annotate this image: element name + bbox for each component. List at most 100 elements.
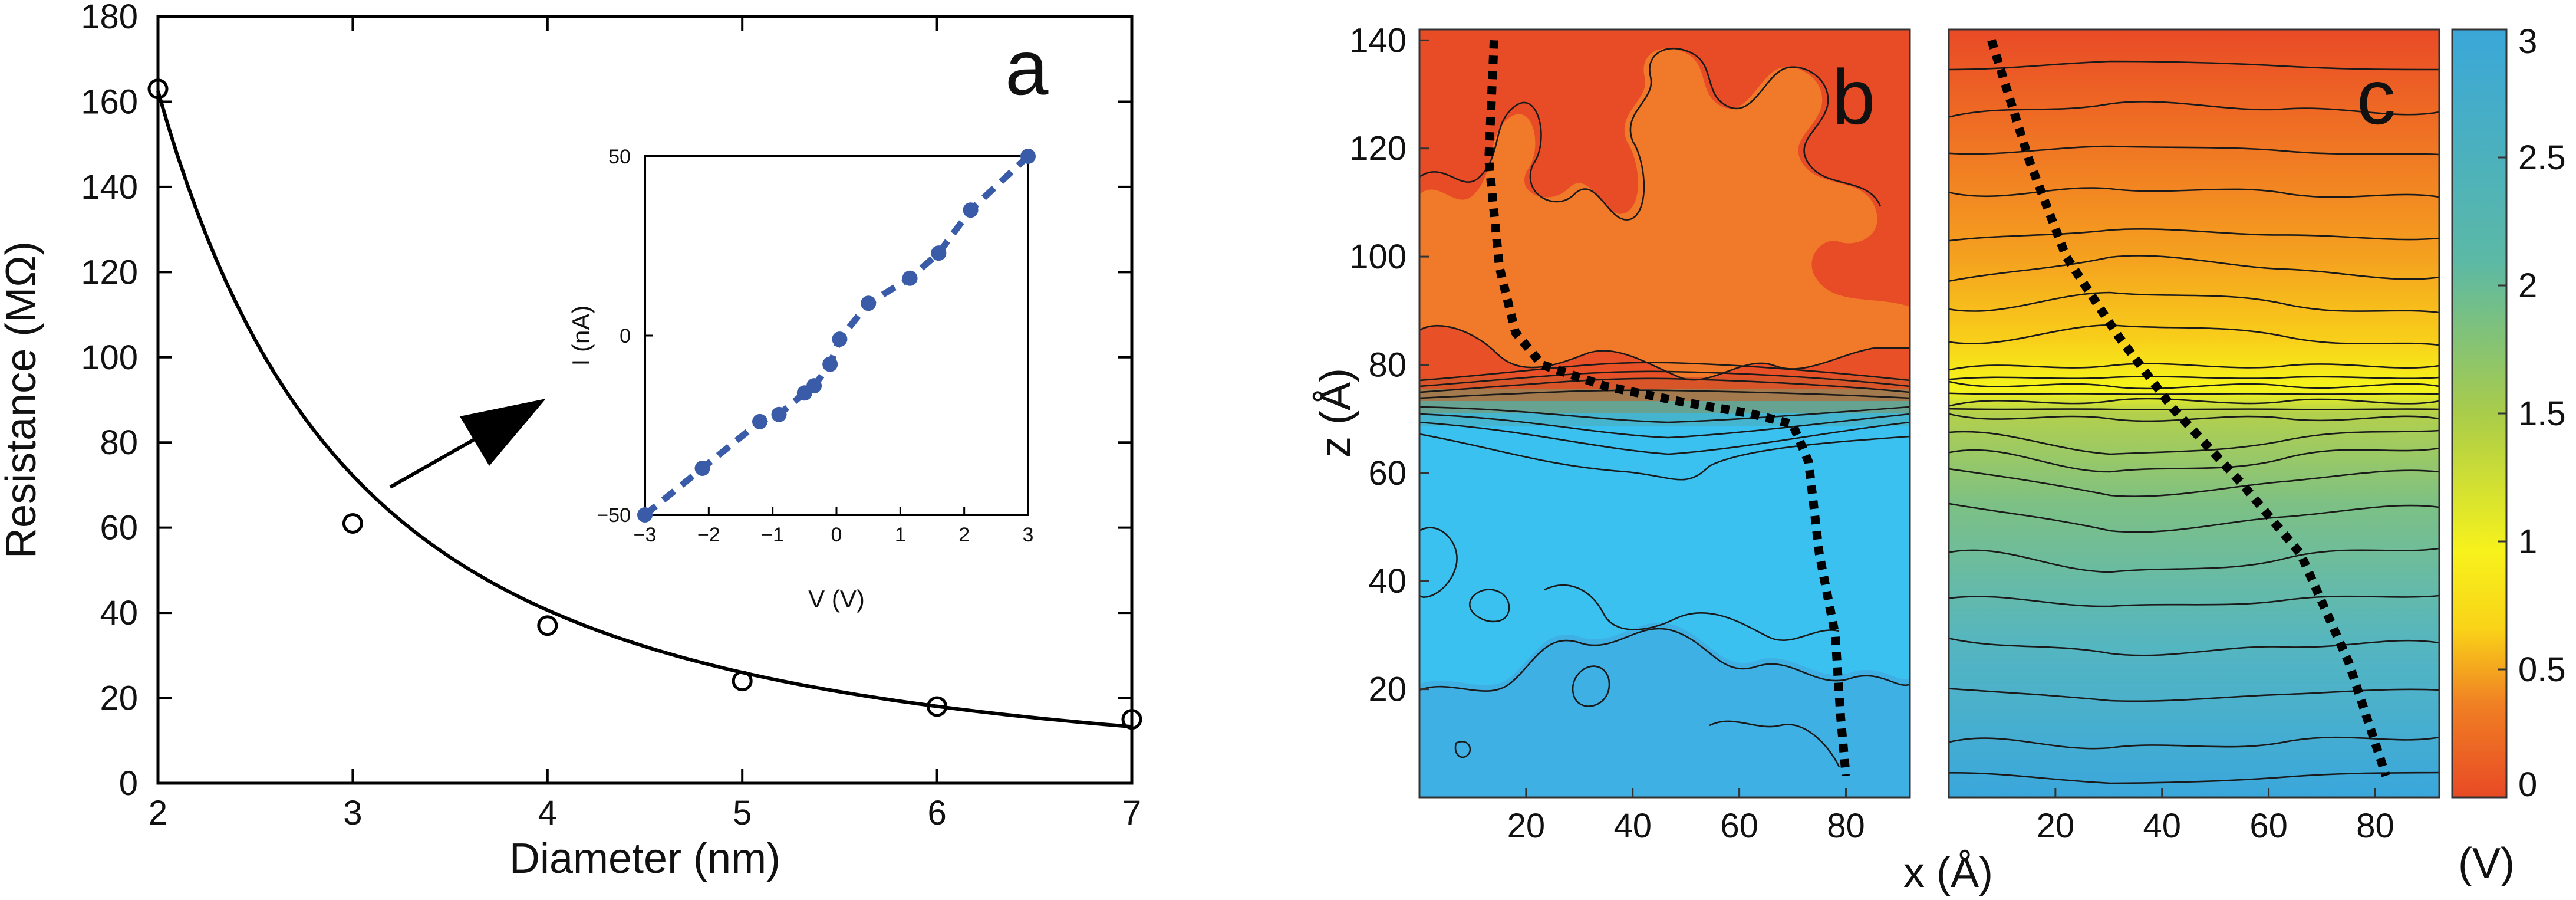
contour-c-20 (1949, 594, 2439, 607)
contour-c-11 (1949, 392, 2439, 395)
panel-b-ylabel: z (Å) (1312, 368, 1359, 458)
x-tick-label-1: 3 (343, 794, 362, 832)
panel-b-y-tick-label-3: 80 (1368, 346, 1406, 384)
inset-x-tick-label-3: 0 (831, 524, 842, 546)
y-tick-label-1: 20 (100, 679, 138, 718)
iv-point-9 (902, 270, 918, 286)
y-tick-label-4: 80 (100, 423, 138, 462)
panel-b-transition-1 (1419, 377, 1910, 389)
contour-b-12 (1419, 527, 1458, 598)
inset-y-tick-label-1: 0 (620, 325, 631, 347)
iv-point-2 (752, 413, 767, 429)
contour-c-16 (1949, 447, 2439, 473)
panel-b-transition-3 (1419, 401, 1910, 413)
contour-b-13 (1468, 589, 1510, 623)
y-tick-label-6: 120 (81, 253, 138, 291)
panel-c-x-tick-label-3: 80 (2356, 807, 2394, 845)
panel-c-contours (1949, 60, 2439, 784)
colorbar-tick-label-4: 2 (2518, 267, 2537, 305)
iv-point-8 (861, 295, 877, 311)
x-tick-label-2: 4 (538, 794, 557, 832)
data-point-3 (732, 671, 753, 692)
colorbar-gradient (2451, 28, 2508, 799)
arrow-shaft (389, 436, 479, 489)
panel-b-x-tick-label-2: 60 (1720, 807, 1758, 845)
y-tick-label-8: 160 (81, 83, 138, 121)
x-tick-label-3: 5 (733, 794, 752, 832)
panel-b-y-tick-label-5: 120 (1349, 130, 1406, 168)
inset-x-tick-label-4: 1 (895, 524, 906, 546)
contour-c-0 (1949, 60, 2439, 71)
iv-point-6 (822, 356, 838, 372)
iv-point-3 (771, 406, 787, 422)
contour-c-6 (1949, 291, 2439, 314)
panel-c-letter: c (2357, 54, 2396, 140)
iv-point-10 (931, 245, 947, 261)
contour-c-21 (1949, 638, 2439, 656)
contour-c-14 (1949, 413, 2439, 422)
inset-x-tick-label-0: −3 (634, 524, 657, 546)
panel-c-dotted-path (1987, 39, 2390, 777)
colorbar-ticks: 00.511.522.53 (2498, 22, 2566, 804)
y-tick-label-5: 100 (81, 339, 138, 377)
contour-c-15 (1949, 429, 2439, 455)
contour-b-16 (1572, 665, 1610, 707)
x-tick-label-0: 2 (149, 794, 167, 832)
contour-c-3 (1949, 187, 2439, 198)
x-tick-label-5: 7 (1122, 794, 1141, 832)
contour-b-17 (1709, 720, 1840, 767)
contour-b-18 (1454, 741, 1471, 758)
contour-c-17 (1949, 468, 2439, 497)
colorbar: 00.511.522.53 (V) (2451, 22, 2566, 887)
colorbar-unit: (V) (2458, 840, 2515, 887)
contour-c-9 (1949, 376, 2439, 380)
colorbar-tick-label-1: 0.5 (2518, 651, 2566, 689)
colorbar-tick-label-5: 2.5 (2518, 139, 2566, 177)
panel-b-frame (1418, 28, 1911, 799)
iv-point-1 (694, 460, 710, 476)
contour-c-24 (1949, 771, 2439, 784)
panel-c-x-tick-label-1: 40 (2143, 807, 2181, 845)
contour-b-1 (1529, 47, 1692, 221)
contour-c-19 (1949, 547, 2439, 573)
data-point-0 (147, 78, 169, 100)
fit-curve (156, 90, 1132, 729)
panel-b-y-tick-label-1: 40 (1368, 562, 1406, 600)
contour-b-10 (1419, 421, 1910, 455)
inset-x-tick-label-6: 3 (1023, 524, 1034, 546)
contour-c-22 (1949, 688, 2439, 702)
contour-c-1 (1949, 101, 2439, 118)
contour-c-12 (1949, 398, 2439, 407)
data-point-1 (342, 513, 363, 534)
contour-c-10 (1949, 380, 2439, 390)
panel-c-x-tick-label-2: 60 (2249, 807, 2288, 845)
panel-a-ylabel: Resistance (MΩ) (0, 241, 45, 559)
panel-bc-xlabel: x (Å) (1903, 849, 1993, 896)
contour-b-0 (1419, 101, 1542, 183)
panel-a-letter: a (1005, 24, 1049, 111)
y-tick-label-0: 0 (119, 764, 138, 803)
inset-x-tick-label-1: −2 (697, 524, 720, 546)
contour-c-23 (1949, 736, 2439, 750)
data-point-5 (1121, 709, 1142, 730)
y-tick-label-7: 140 (81, 168, 138, 206)
panel-b-y-tick-label-2: 60 (1368, 454, 1406, 492)
panel-a-xlabel: Diameter (nm) (509, 835, 780, 882)
iv-point-0 (637, 507, 653, 523)
colorbar-tick-label-0: 0 (2518, 766, 2537, 804)
iv-points (637, 149, 1036, 523)
contour-b-9 (1419, 413, 1910, 439)
contour-c-7 (1949, 324, 2439, 346)
panel-b-y-tick-label-4: 100 (1349, 238, 1406, 276)
data-point-2 (537, 615, 558, 636)
panel-b-x-tick-label-1: 40 (1613, 807, 1652, 845)
contour-b-4 (1419, 362, 1910, 382)
y-tick-label-3: 60 (100, 509, 138, 547)
colorbar-tick-label-6: 3 (2518, 22, 2537, 61)
